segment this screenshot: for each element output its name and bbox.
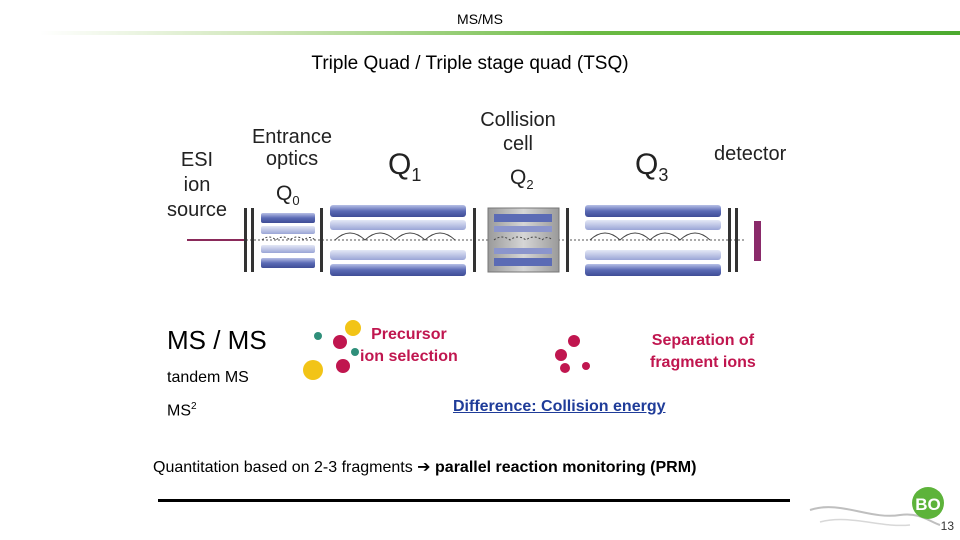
ion-dot-yellow	[345, 320, 361, 336]
q1-rod	[330, 250, 466, 260]
q1-rod	[330, 220, 466, 230]
q2-letter: Q	[510, 166, 527, 189]
precursor-line: Precursor	[371, 326, 447, 343]
collision-cell-line: cell	[502, 133, 533, 155]
q3-letter: Q	[635, 148, 659, 181]
fragment-dot	[555, 349, 567, 361]
entrance-optics-label: Entrance optics	[242, 126, 342, 170]
q1-letter: Q	[388, 148, 412, 181]
q0-rod	[261, 226, 315, 234]
entrance-plate	[244, 208, 247, 272]
q1-rod	[330, 205, 466, 217]
logo-text: BO	[915, 495, 941, 514]
q1-ion-trajectory	[334, 232, 456, 241]
q0-label: Q0	[276, 182, 300, 208]
precursor-line: ion selection	[360, 348, 458, 366]
prm-term: parallel reaction monitoring (PRM)	[435, 459, 697, 476]
detector-label: detector	[714, 143, 787, 165]
ion-dot-yellow	[303, 360, 323, 380]
q2-rod	[494, 226, 552, 232]
fragment-dot	[568, 335, 580, 347]
collision-cell-line: Collision	[480, 109, 556, 131]
q2-exit-lens	[566, 208, 569, 272]
precursor-selection-label: Precursor ion selection	[360, 324, 458, 369]
ion-dot-teal	[314, 332, 322, 340]
entrance-optics-line: optics	[265, 148, 319, 170]
fragment-separation-label: Separation of fragment ions	[650, 330, 756, 375]
logo-swoosh	[809, 506, 941, 526]
ms2-superscript: 2	[191, 401, 197, 412]
separation-line: fragment ions	[650, 354, 756, 372]
fragment-dot	[560, 363, 570, 373]
q2-subscript: 2	[526, 177, 534, 193]
quantitation-prefix: Quantitation based on 2-3 fragments	[153, 459, 418, 476]
separation-line: Separation of	[651, 332, 755, 349]
q0-subscript: 0	[292, 193, 300, 209]
quantitation-note: Quantitation based on 2-3 fragments ➔ pa…	[153, 457, 696, 477]
ms2-label: MS2	[167, 401, 197, 420]
tsq-instrument-diagram	[187, 205, 761, 276]
q3-ion-trajectory	[589, 232, 711, 241]
q2-rod	[494, 214, 552, 222]
q1-rod	[330, 264, 466, 276]
esi-source-label: ESI ion source	[158, 148, 236, 223]
collision-cell-label: Collision cell	[468, 108, 568, 156]
header-divider	[40, 31, 960, 35]
q3-rod	[585, 264, 721, 276]
ion-dot-magenta	[336, 359, 350, 373]
page-number: 13	[940, 519, 954, 533]
ms2-base: MS	[167, 402, 191, 420]
arrow-icon: ➔	[417, 459, 431, 476]
ms-ms-heading: MS / MS	[167, 325, 267, 355]
difference-note: Difference: Collision energy	[453, 398, 666, 415]
tandem-ms-label: tandem MS	[167, 369, 249, 386]
q3-label: Q3	[635, 148, 668, 186]
q2-ion-trajectory	[493, 236, 553, 241]
logo-circle	[912, 487, 944, 519]
q1-exit-lens	[473, 208, 476, 272]
q3-rod	[585, 250, 721, 260]
q0-rod	[261, 258, 315, 268]
ion-dot-magenta	[333, 335, 347, 349]
q3-rod	[585, 205, 721, 217]
detector-plate	[735, 208, 738, 272]
entrance-plate	[251, 208, 254, 272]
header-title: MS/MS	[457, 11, 503, 27]
logo-swoosh	[819, 518, 911, 527]
q1-label: Q1	[388, 148, 421, 186]
esi-source-line: ion	[183, 174, 211, 196]
q3-subscript: 3	[658, 165, 669, 185]
esi-source-line: ESI	[180, 149, 214, 171]
ion-dot-teal	[351, 348, 359, 356]
q1-subscript: 1	[411, 165, 422, 185]
q2-label: Q2	[510, 166, 534, 192]
fragment-dot	[582, 362, 590, 370]
entrance-optics-line: Entrance	[251, 126, 333, 148]
q3-rod	[585, 220, 721, 230]
q2-rod	[494, 248, 552, 254]
q0-rod	[261, 213, 315, 223]
q0-rod	[261, 245, 315, 253]
institution-logo: BO	[809, 487, 944, 527]
ion-dots	[303, 320, 590, 380]
q0-exit-lens	[320, 208, 323, 272]
bottom-divider	[158, 499, 790, 502]
q0-letter: Q	[276, 182, 293, 205]
detector	[754, 221, 761, 261]
detector-plate	[728, 208, 731, 272]
q2-rod	[494, 258, 552, 266]
esi-source-line: source	[166, 199, 228, 221]
slide-title: Triple Quad / Triple stage quad (TSQ)	[311, 53, 629, 74]
